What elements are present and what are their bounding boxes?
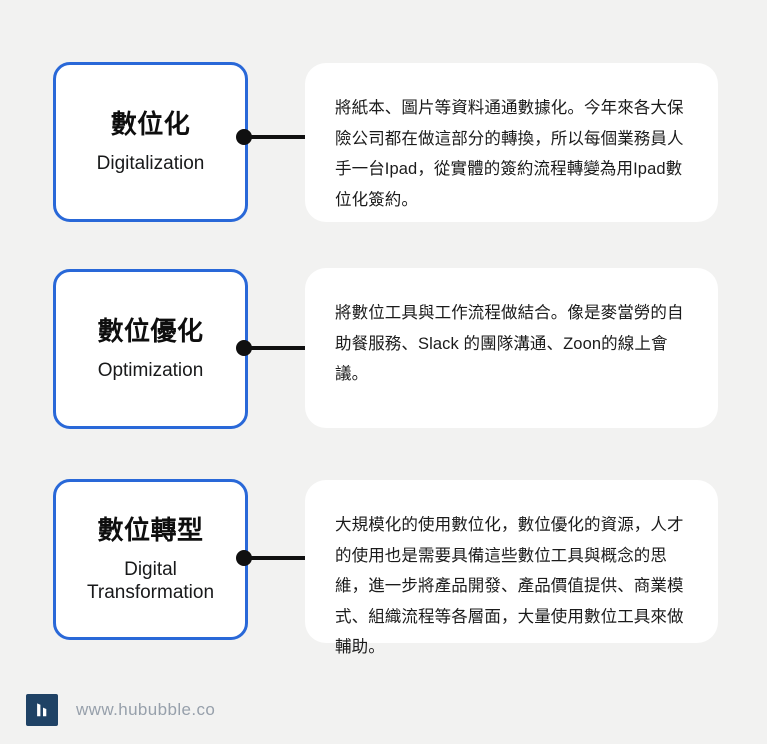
stage-row-2: 數位優化 Optimization 將數位工具與工作流程做結合。像是麥當勞的自助… <box>0 268 767 429</box>
stage-title-en: Digitalization <box>96 152 205 174</box>
stage-card-digital-transformation[interactable]: 數位轉型 Digital Transformation <box>53 479 248 640</box>
description-text: 將數位工具與工作流程做結合。像是麥當勞的自助餐服務、Slack 的團隊溝通、Zo… <box>335 304 684 384</box>
description-panel-digitalization: 將紙本、圖片等資料通通數據化。今年來各大保險公司都在做這部分的轉換，所以每個業務… <box>305 63 718 222</box>
description-panel-optimization: 將數位工具與工作流程做結合。像是麥當勞的自助餐服務、Slack 的團隊溝通、Zo… <box>305 268 718 428</box>
connector-stem-icon <box>250 135 305 139</box>
stage-title-zh: 數位轉型 <box>97 514 204 545</box>
description-text: 將紙本、圖片等資料通通數據化。今年來各大保險公司都在做這部分的轉換，所以每個業務… <box>335 99 684 209</box>
footer-url[interactable]: www.hububble.co <box>76 700 216 719</box>
stage-card-digitalization[interactable]: 數位化 Digitalization <box>53 62 248 222</box>
footer: www.hububble.co <box>26 694 215 726</box>
stage-title-zh: 數位優化 <box>97 316 204 347</box>
stage-row-3: 數位轉型 Digital Transformation 大規模化的使用數位化，數… <box>0 479 767 656</box>
stage-title-zh: 數位化 <box>110 109 191 140</box>
stage-row-1: 數位化 Digitalization 將紙本、圖片等資料通通數據化。今年來各大保… <box>0 62 767 222</box>
connector-stem-icon <box>250 346 305 350</box>
hububble-logo-icon <box>26 694 58 726</box>
description-panel-digital-transformation: 大規模化的使用數位化，數位優化的資源，人才的使用也是需要具備這些數位工具與概念的… <box>305 480 718 656</box>
stage-card-optimization[interactable]: 數位優化 Optimization <box>53 269 248 429</box>
description-text: 大規模化的使用數位化，數位優化的資源，人才的使用也是需要具備這些數位工具與概念的… <box>335 516 684 657</box>
stage-title-en: Optimization <box>97 359 204 381</box>
connector-stem-icon <box>250 556 305 560</box>
stage-title-en: Digital Transformation <box>86 558 215 603</box>
